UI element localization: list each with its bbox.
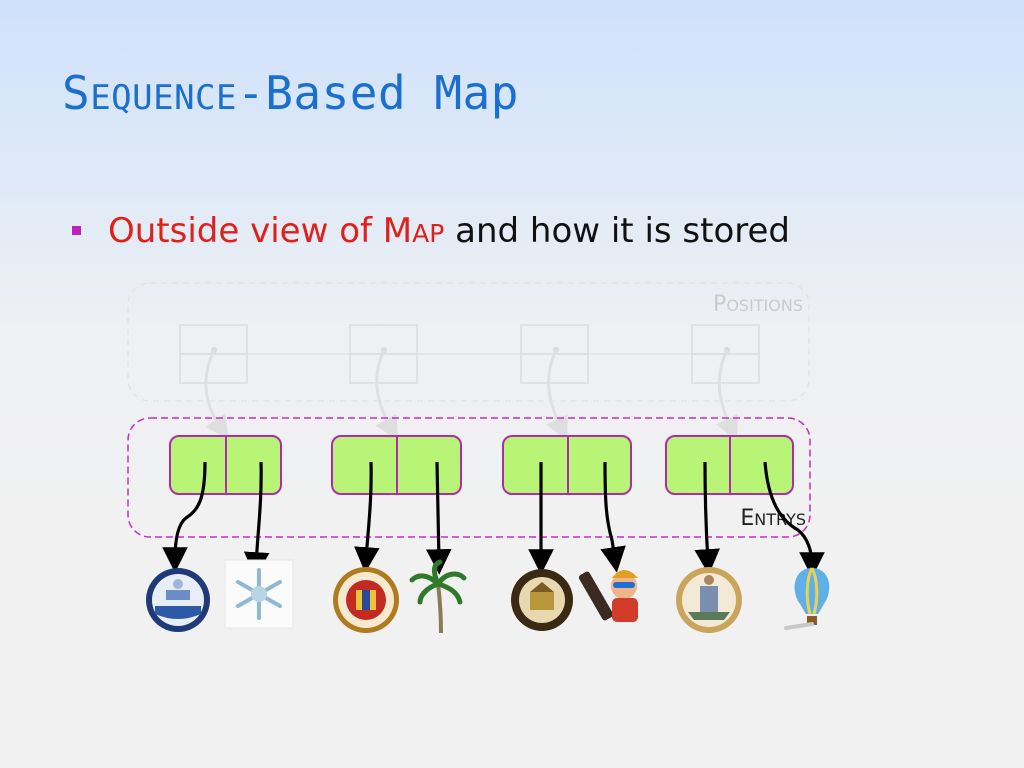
entry-node xyxy=(170,436,281,494)
entry-node xyxy=(666,436,793,494)
entry-node xyxy=(332,436,461,494)
seal-of-city-of-buffalo-icon xyxy=(146,568,210,632)
palm-tree-icon xyxy=(412,562,464,633)
entry-node xyxy=(503,436,631,494)
seal-of-city-of-beverly-hills-icon xyxy=(511,569,573,631)
position-node xyxy=(180,325,247,430)
positions-label: POSITIONS xyxy=(713,292,803,317)
rock-star-icon xyxy=(578,570,638,622)
hot-air-balloon-icon xyxy=(786,568,829,628)
position-node xyxy=(521,325,588,430)
positions-group: POSITIONS xyxy=(128,283,809,430)
position-node xyxy=(350,325,417,430)
seal-of-city-and-county-of-honolulu-icon xyxy=(333,567,399,633)
snowflake-icon xyxy=(225,560,293,628)
seal-of-district-of-columbia-icon xyxy=(676,567,742,633)
value-arrow xyxy=(437,462,439,562)
position-node xyxy=(692,325,759,430)
